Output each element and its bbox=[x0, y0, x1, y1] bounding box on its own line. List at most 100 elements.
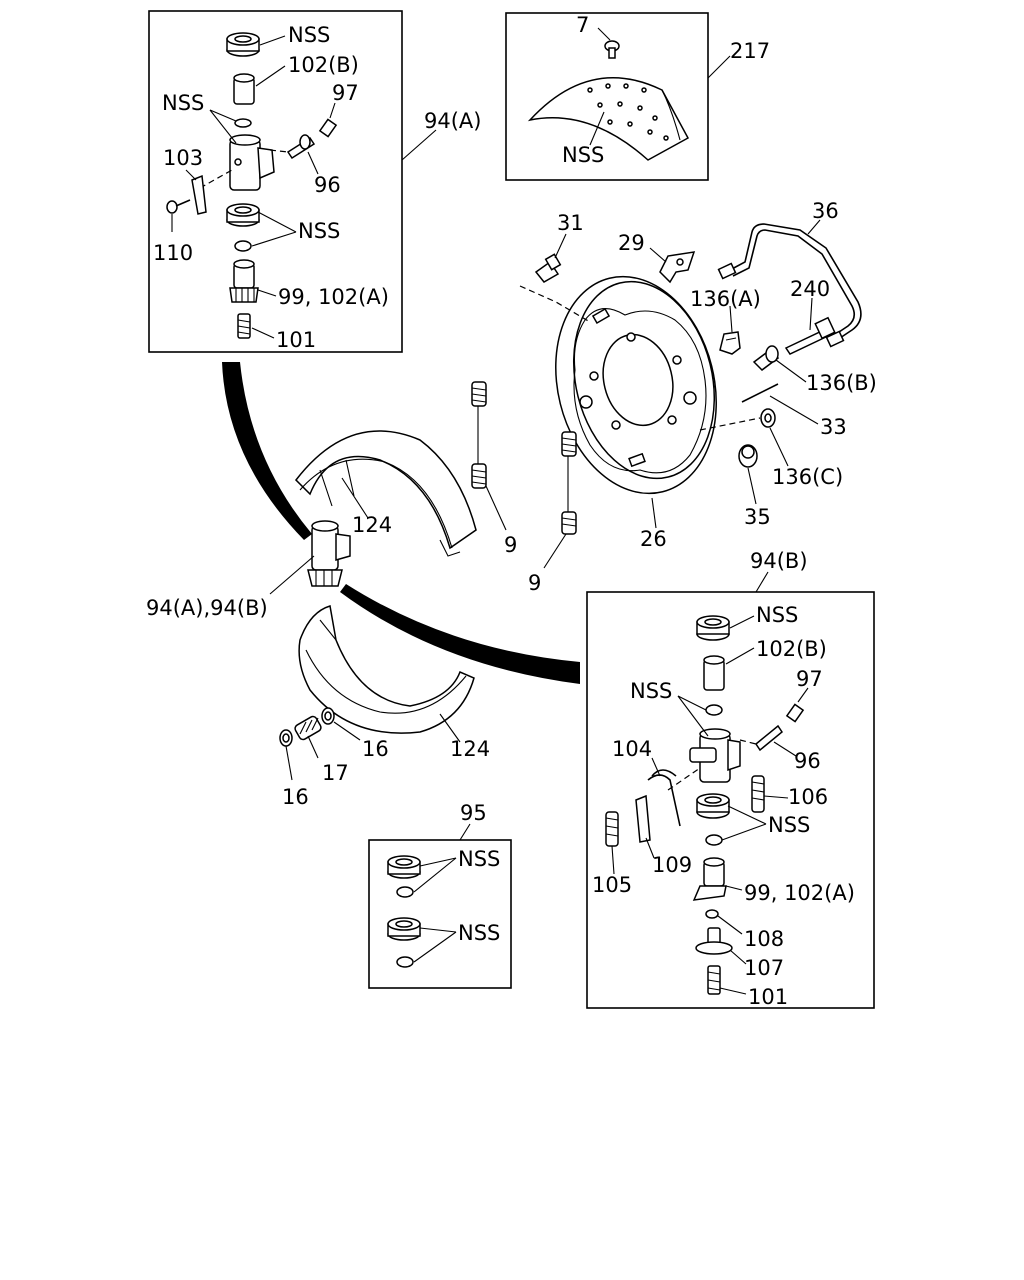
callout-arc-94a bbox=[222, 362, 312, 540]
small-seal bbox=[234, 118, 252, 128]
label-108: 108 bbox=[744, 927, 784, 951]
label-124: 124 bbox=[352, 513, 392, 537]
bleeder-screw bbox=[286, 118, 338, 160]
label-nss: NSS bbox=[288, 23, 330, 47]
cap-35 bbox=[738, 444, 758, 468]
inset-box-95: NSS NSS bbox=[368, 839, 512, 989]
label-110: 110 bbox=[153, 241, 193, 265]
label-97: 97 bbox=[332, 81, 359, 105]
seal-part-lower bbox=[226, 203, 260, 227]
seal-part-lower bbox=[696, 793, 730, 819]
grommet-136c bbox=[760, 408, 776, 428]
wheel-cylinder-body bbox=[689, 728, 741, 783]
label-9: 9 bbox=[528, 571, 541, 595]
spring-9-lower bbox=[561, 431, 577, 535]
brake-shoe-lower bbox=[298, 605, 475, 734]
spring-104-hook bbox=[651, 769, 677, 777]
inset-box-94b: NSS 102(B) NSS 97 104 96 106 NSS 109 105… bbox=[586, 591, 875, 1009]
bolt-110 bbox=[166, 199, 191, 214]
label-99-102a: 99, 102(A) bbox=[744, 881, 855, 905]
label-102b: 102(B) bbox=[756, 637, 827, 661]
adjuster-wheel bbox=[692, 857, 727, 901]
label-nss: NSS bbox=[458, 847, 500, 871]
spring-104 bbox=[647, 774, 681, 827]
label-136a: 136(A) bbox=[690, 287, 761, 311]
label-136b: 136(B) bbox=[806, 371, 877, 395]
brake-pipe-36 bbox=[717, 223, 862, 348]
label-109: 109 bbox=[652, 853, 692, 877]
label-7: 7 bbox=[576, 13, 589, 37]
label-36: 36 bbox=[812, 199, 839, 223]
label-106: 106 bbox=[788, 785, 828, 809]
brake-shoe-upper bbox=[295, 430, 477, 557]
label-96: 96 bbox=[314, 173, 341, 197]
label-nss: NSS bbox=[458, 921, 500, 945]
bleeder-screw bbox=[754, 703, 805, 752]
spring-106 bbox=[751, 775, 765, 813]
label-101: 101 bbox=[276, 328, 316, 352]
label-31: 31 bbox=[557, 211, 584, 235]
label-136c: 136(C) bbox=[772, 465, 843, 489]
brake-lining bbox=[527, 77, 690, 161]
label-16: 16 bbox=[282, 785, 309, 809]
label-124: 124 bbox=[450, 737, 490, 761]
label-240: 240 bbox=[790, 277, 830, 301]
label-95: 95 bbox=[460, 801, 487, 825]
callout-arc-94b bbox=[340, 584, 580, 684]
backing-plate bbox=[555, 275, 717, 495]
label-97: 97 bbox=[796, 667, 823, 691]
label-104: 104 bbox=[612, 737, 652, 761]
label-99-102a: 99, 102(A) bbox=[278, 285, 389, 309]
washer-16-b bbox=[321, 707, 335, 725]
wheel-cylinder-body bbox=[229, 134, 275, 191]
seal-part bbox=[387, 917, 421, 941]
label-94a: 94(A) bbox=[424, 109, 481, 133]
label-nss: NSS bbox=[162, 91, 204, 115]
spring-17 bbox=[294, 715, 322, 741]
label-17: 17 bbox=[322, 761, 349, 785]
screw-101 bbox=[237, 313, 251, 339]
label-9: 9 bbox=[504, 533, 517, 557]
label-96: 96 bbox=[794, 749, 821, 773]
label-107: 107 bbox=[744, 956, 784, 980]
adjuster-part bbox=[233, 73, 255, 105]
seal-part bbox=[696, 615, 730, 641]
pin-33 bbox=[741, 383, 779, 403]
label-105: 105 bbox=[592, 873, 632, 897]
label-nss: NSS bbox=[768, 813, 810, 837]
label-101: 101 bbox=[748, 985, 788, 1009]
inset-box-94a: NSS 102(B) NSS 97 103 96 NSS 110 99, 102… bbox=[148, 10, 403, 353]
label-103: 103 bbox=[163, 146, 203, 170]
label-35: 35 bbox=[744, 505, 771, 529]
plate-109 bbox=[635, 794, 651, 843]
screw-101 bbox=[707, 965, 721, 995]
label-94ab: 94(A),94(B) bbox=[146, 596, 268, 620]
label-nss: NSS bbox=[756, 603, 798, 627]
label-nss: NSS bbox=[562, 143, 604, 167]
washer-16-a bbox=[279, 729, 293, 747]
star-wheel-107 bbox=[695, 927, 733, 955]
label-nss: NSS bbox=[298, 219, 340, 243]
spring-9-upper bbox=[471, 381, 487, 489]
seal-part bbox=[387, 855, 421, 879]
adjuster-wheel bbox=[229, 259, 259, 303]
bolt-31 bbox=[534, 253, 562, 283]
clip-136a bbox=[719, 331, 741, 355]
bracket-29 bbox=[659, 251, 696, 284]
spring-105 bbox=[605, 811, 619, 847]
small-seal-lower bbox=[234, 240, 252, 252]
label-94b: 94(B) bbox=[750, 549, 808, 573]
rivet-part bbox=[604, 40, 620, 59]
label-102b: 102(B) bbox=[288, 53, 359, 77]
wheel-cylinder-assembly bbox=[307, 520, 351, 587]
label-29: 29 bbox=[618, 231, 645, 255]
label-nss: NSS bbox=[630, 679, 672, 703]
label-217: 217 bbox=[730, 39, 770, 63]
connector-240 bbox=[784, 316, 836, 355]
inset-box-217: 7 NSS bbox=[505, 12, 709, 181]
plate-103 bbox=[191, 174, 207, 215]
fitting-136b bbox=[752, 345, 780, 371]
seal-part bbox=[226, 32, 260, 57]
label-26: 26 bbox=[640, 527, 667, 551]
